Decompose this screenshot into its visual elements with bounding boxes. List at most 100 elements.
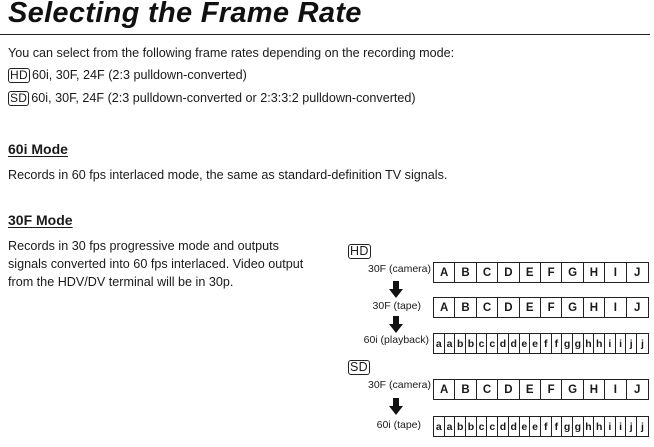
frame-cell: c bbox=[487, 417, 499, 436]
frame-cell: g bbox=[573, 334, 584, 353]
frame-cell: C bbox=[477, 298, 499, 317]
frame-cell: B bbox=[455, 380, 477, 399]
frame-cell: f bbox=[552, 334, 563, 353]
frame-cell: h bbox=[584, 334, 595, 353]
section-body-line: signals converted into 60 fps interlaced… bbox=[8, 257, 304, 271]
frame-cell: h bbox=[594, 417, 605, 436]
frame-cell: f bbox=[541, 334, 552, 353]
frame-cell: a bbox=[445, 334, 456, 353]
frame-cell: b bbox=[455, 334, 467, 353]
frame-cell: h bbox=[594, 334, 605, 353]
frame-cell: i bbox=[605, 417, 616, 436]
frame-cell: d bbox=[498, 334, 509, 353]
frame-cell: i bbox=[616, 417, 627, 436]
frame-cell: c bbox=[477, 334, 488, 353]
frame-cell: A bbox=[434, 380, 456, 399]
diagram-sd-badge: SD bbox=[348, 360, 370, 375]
section-heading-60i: 60i Mode bbox=[8, 141, 68, 157]
frame-cell: F bbox=[541, 263, 563, 282]
frame-cell: h bbox=[584, 417, 595, 436]
frame-cell: C bbox=[477, 263, 499, 282]
frame-cell: f bbox=[552, 417, 563, 436]
frame-cell: d bbox=[509, 417, 520, 436]
frame-cell: a bbox=[434, 417, 445, 436]
frame-cell: D bbox=[498, 380, 520, 399]
down-arrow-icon bbox=[389, 398, 403, 415]
sd-row-label-tape: 60i (tape) bbox=[376, 419, 421, 431]
frame-cell: I bbox=[605, 263, 627, 282]
mode-list-text-sd: 60i, 30F, 24F (2:3 pulldown-converted or… bbox=[31, 91, 416, 105]
frame-cell: e bbox=[520, 417, 531, 436]
frame-cell: f bbox=[541, 417, 552, 436]
frame-cell: c bbox=[487, 334, 499, 353]
frame-cell: c bbox=[477, 417, 488, 436]
frame-cell: i bbox=[605, 334, 616, 353]
sd-row-label-camera: 30F (camera) bbox=[367, 379, 431, 391]
frame-cell: J bbox=[634, 266, 641, 279]
page-title: Selecting the Frame Rate bbox=[8, 0, 362, 29]
diagram-hd-badge: HD bbox=[348, 244, 371, 259]
frame-cell: H bbox=[584, 263, 606, 282]
hd-row-label-camera: 30F (camera) bbox=[367, 263, 431, 275]
frame-cell: I bbox=[605, 380, 627, 399]
frame-cell: C bbox=[477, 380, 499, 399]
mode-list-text-hd: 60i, 30F, 24F (2:3 pulldown-converted) bbox=[31, 68, 247, 82]
frame-cell: a bbox=[445, 417, 456, 436]
hd-badge: HD bbox=[8, 68, 30, 83]
frame-cell: E bbox=[520, 263, 541, 282]
section-body-line: Records in 30 fps progressive mode and o… bbox=[8, 239, 279, 253]
frame-cell: a bbox=[434, 334, 445, 353]
hd-row-label-playback: 60i (playback) bbox=[363, 334, 429, 346]
frame-cell: j bbox=[640, 420, 644, 433]
down-arrow-icon bbox=[389, 316, 403, 333]
frame-cell: g bbox=[562, 334, 573, 353]
frame-cell: E bbox=[520, 298, 541, 317]
frame-cell: e bbox=[530, 417, 541, 436]
frame-cell: D bbox=[498, 263, 520, 282]
title-divider bbox=[0, 34, 650, 35]
frame-cell: i bbox=[616, 334, 627, 353]
frame-cell: B bbox=[455, 298, 477, 317]
frame-cell: j bbox=[640, 337, 644, 350]
frame-cell: d bbox=[498, 417, 509, 436]
frame-cell: I bbox=[605, 298, 627, 317]
section-body-30f: Records in 30 fps progressive mode and o… bbox=[8, 237, 338, 291]
frame-cell: d bbox=[509, 334, 520, 353]
frame-cell: F bbox=[541, 380, 563, 399]
frame-cell: G bbox=[562, 380, 584, 399]
frame-cell: H bbox=[584, 380, 606, 399]
section-heading-30f: 30F Mode bbox=[8, 212, 73, 228]
frame-cell: F bbox=[541, 298, 563, 317]
sd-badge: SD bbox=[8, 91, 30, 106]
frame-cell: J bbox=[634, 301, 641, 314]
frame-cell: J bbox=[634, 383, 641, 396]
frame-cell: A bbox=[434, 298, 456, 317]
frame-cell: j bbox=[626, 417, 638, 436]
frame-cell: G bbox=[562, 298, 584, 317]
frame-cell: A bbox=[434, 263, 456, 282]
frame-cell: b bbox=[455, 417, 467, 436]
intro-text: You can select from the following frame … bbox=[8, 46, 455, 60]
section-body-60i: Records in 60 fps interlaced mode, the s… bbox=[8, 168, 448, 182]
frame-cell: G bbox=[562, 263, 584, 282]
frame-cell: D bbox=[498, 298, 520, 317]
frame-cell: j bbox=[626, 334, 638, 353]
frame-cell: H bbox=[584, 298, 606, 317]
hd-row-label-tape: 30F (tape) bbox=[372, 300, 421, 312]
section-body-line: from the HDV/DV terminal will be in 30p. bbox=[8, 275, 234, 289]
frame-cell: e bbox=[520, 334, 531, 353]
down-arrow-icon bbox=[389, 281, 403, 298]
frame-cell: g bbox=[573, 417, 584, 436]
frame-cell: g bbox=[562, 417, 573, 436]
frame-cell: B bbox=[455, 263, 477, 282]
frame-cell: e bbox=[530, 334, 541, 353]
frame-cell: E bbox=[520, 380, 541, 399]
frame-cell: b bbox=[466, 334, 477, 353]
frame-cell: b bbox=[466, 417, 477, 436]
